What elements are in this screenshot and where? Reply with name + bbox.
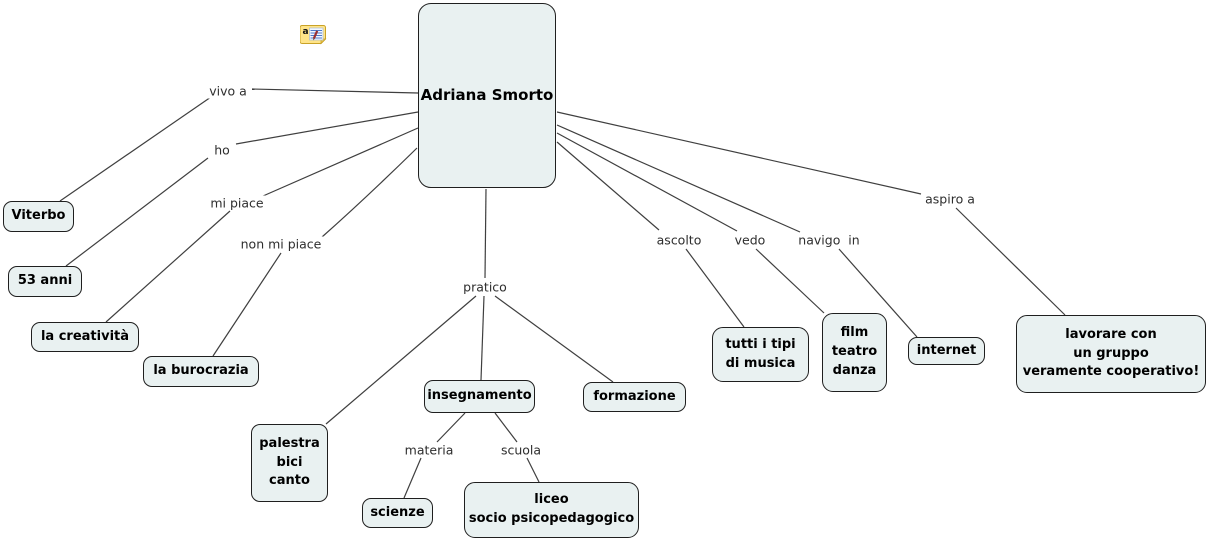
link-label-vivo-a[interactable]: vivo a [207,83,249,99]
edge-non-mi-piace-burocrazia [212,252,282,357]
node-tutti-i-tipi-di-musica[interactable]: tutti i tipi di musica [712,327,809,382]
link-label-scuola[interactable]: scuola [498,442,544,458]
edge-insegnamento-materia [436,412,466,443]
edge-root-ascolto [556,141,660,231]
node-adriana-smorto[interactable]: Adriana Smorto [418,3,556,188]
edge-aspiro-a-lavorare [955,207,1066,316]
node-palestra-bici-canto[interactable]: palestra bici canto [251,424,328,502]
edge-root-non-mi-piace [321,147,418,238]
annotation-letter: a [303,27,309,37]
edge-root-navigo-in [556,124,801,233]
edge-pratico-formazione [494,295,614,383]
node-la-burocrazia[interactable]: la burocrazia [143,356,259,387]
pencil-tip [313,38,315,41]
node-viterbo[interactable]: Viterbo [3,201,74,232]
link-label-materia[interactable]: materia [402,442,456,458]
node-film-teatro-danza[interactable]: film teatro danza [822,313,887,392]
link-label-pratico[interactable]: pratico [461,279,509,295]
edge-root-mi-piace [262,127,419,197]
node-scienze[interactable]: scienze [362,498,433,528]
node-insegnamento[interactable]: insegnamento [424,380,535,413]
link-label-aspiro-a[interactable]: aspiro a [923,191,977,207]
edge-root-vivo-a [251,88,419,94]
edge-mi-piace-creativita [105,210,231,323]
edge-insegnamento-scuola [494,412,518,443]
link-label-ascolto[interactable]: ascolto [654,232,704,248]
link-label-ho[interactable]: ho [212,142,232,158]
node-formazione[interactable]: formazione [583,382,686,412]
link-label-mi-piace[interactable]: mi piace [208,195,266,211]
link-label-non-mi-piace[interactable]: non mi piace [238,236,324,252]
node-53-anni[interactable]: 53 anni [8,266,82,297]
edge-root-aspiro-a [556,111,922,195]
edge-navigo-in-internet [838,248,918,338]
link-label-navigo-in[interactable]: navigo in [796,232,862,248]
edge-ascolto-musica [685,248,745,328]
edge-ho-53-anni [65,157,209,267]
node-la-creativita[interactable]: la creatività [31,322,139,352]
edge-root-ho [235,111,419,145]
edge-root-vedo [556,132,738,232]
edge-scuola-liceo [526,457,540,483]
node-lavorare-con-un-gruppo[interactable]: lavorare con un gruppo veramente coopera… [1016,315,1206,393]
pencil-icon [312,30,319,40]
link-label-vedo[interactable]: vedo [732,232,768,248]
node-liceo-socio-psicopedagogico[interactable]: liceo socio psicopedagogico [464,482,639,538]
annotation-icon[interactable]: a [300,24,327,45]
node-internet[interactable]: internet [908,337,985,365]
edge-pratico-palestra [325,295,477,425]
edge-root-pratico [484,188,487,279]
edge-vedo-film [755,248,825,314]
edge-vivo-a-viterbo [59,96,212,202]
edge-pratico-insegnamento [480,295,485,381]
edge-materia-scienze [403,457,422,499]
